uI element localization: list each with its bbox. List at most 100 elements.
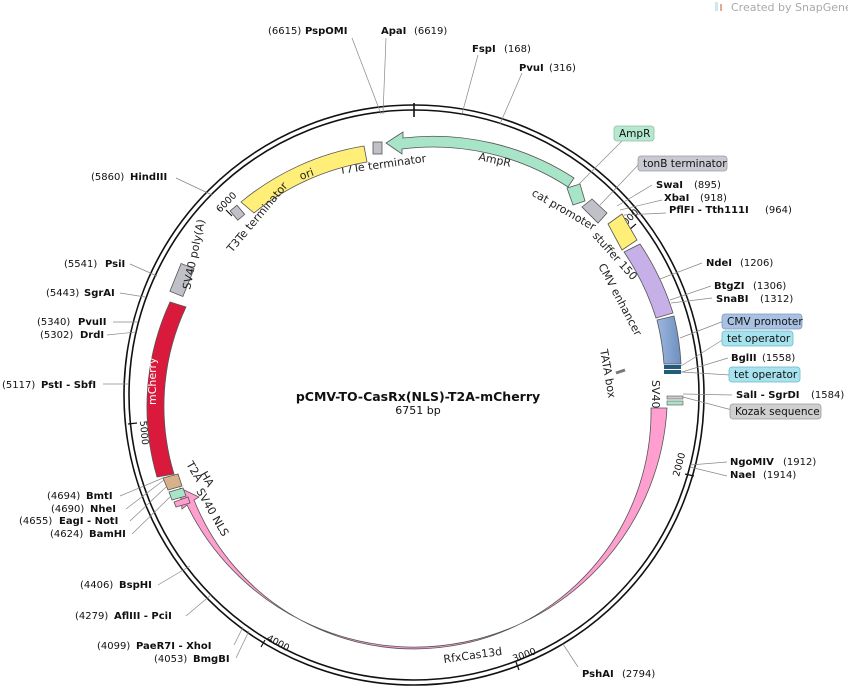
site-name: XbaI <box>664 193 689 204</box>
site-sali[interactable]: SalI - SgrDI (1584) <box>682 390 844 401</box>
box-label-cmv-promoter: CMV promoter <box>727 316 803 328</box>
site-pspomi[interactable]: (6615) PspOMI <box>268 26 382 115</box>
site-psti[interactable]: (5117) PstI - SbfI <box>2 380 129 391</box>
feature-t3te-terminator[interactable] <box>229 204 246 221</box>
boxed-labels: AmpR tonB terminator CMV promoter tet op… <box>577 125 822 420</box>
tick-label-5000: 5000 <box>137 420 150 445</box>
feature-tet-operator-1[interactable] <box>664 365 681 369</box>
site-pos: (5443) <box>46 288 79 299</box>
site-pos: (5302) <box>40 330 73 341</box>
site-name: BamHI <box>89 529 126 540</box>
site-xbai[interactable]: XbaI (918) <box>619 193 727 211</box>
site-name: AflIII - PciI <box>114 611 172 622</box>
site-bsphi[interactable]: (4406) BspHI <box>80 565 191 591</box>
site-name: BspHI <box>119 580 152 591</box>
site-name: BglII <box>731 353 757 364</box>
site-name: SalI - SgrDI <box>736 390 800 401</box>
feature-cmv-promoter[interactable] <box>656 315 682 365</box>
site-name: PflFI - Tth111I <box>669 205 749 216</box>
site-pos: (964) <box>765 205 792 216</box>
site-bmgbi[interactable]: (4053) BmgBI <box>154 630 250 665</box>
snapgene-credit: Created by SnapGene <box>715 1 848 14</box>
feature-stuffer-150[interactable] <box>607 213 638 251</box>
site-name: NaeI <box>730 470 756 481</box>
feature-sv40-nls-2[interactable] <box>173 496 191 508</box>
feature-mcherry[interactable] <box>146 301 187 478</box>
site-btgzi[interactable]: BtgZI (1306) <box>669 281 786 301</box>
site-pflfi[interactable]: PflFI - Tth111I (964) <box>623 205 792 216</box>
site-name: PvuI <box>519 63 544 74</box>
tick-5000 <box>127 422 138 425</box>
site-eagi[interactable]: (4655) EagI - NotI <box>19 486 167 527</box>
feature-rfxcas13d[interactable] <box>179 407 668 650</box>
site-pos: (1206) <box>740 258 773 269</box>
feature-ha[interactable] <box>168 487 187 501</box>
feature-sv40-nls-1[interactable] <box>666 400 684 406</box>
box-cmv-promoter[interactable] <box>721 313 803 330</box>
feature-label-tata-box: TATA box <box>597 347 619 399</box>
site-pos: (4694) <box>47 491 80 502</box>
tick-3000 <box>515 661 520 671</box>
site-pos: (1584) <box>811 390 844 401</box>
site-swai[interactable]: SwaI (895) <box>616 180 721 207</box>
site-ngomiv[interactable]: NgoMIV (1912) <box>689 457 816 468</box>
site-pos: (2794) <box>622 669 655 680</box>
site-paer7i[interactable]: (4099) PaeR7I - XhoI <box>97 626 244 652</box>
site-name: EagI - NotI <box>59 516 118 527</box>
site-pos: (918) <box>700 193 727 204</box>
site-pos: (4053) <box>154 654 187 665</box>
box-tonb-terminator[interactable] <box>637 155 728 172</box>
site-bglii[interactable]: BglII (1558) <box>681 353 795 373</box>
site-pos: (1312) <box>760 294 793 305</box>
site-pos: (6615) <box>268 26 301 37</box>
site-pos: (1914) <box>763 470 796 481</box>
site-pshai[interactable]: PshAI (2794) <box>562 643 655 680</box>
site-afliii[interactable]: (4279) AflIII - PciI <box>75 593 213 622</box>
site-pos: (895) <box>694 180 721 191</box>
site-pvui[interactable]: PvuI (316) <box>499 63 576 125</box>
box-tet-operator-1[interactable] <box>721 330 794 347</box>
feature-cmv-enhancer[interactable] <box>623 243 674 319</box>
site-name: NdeI <box>706 258 732 269</box>
site-pos: (4406) <box>80 580 113 591</box>
feature-tonb-terminator[interactable] <box>581 198 608 224</box>
site-drdi[interactable]: (5302) DrdI <box>40 330 137 341</box>
site-pvuii[interactable]: (5340) PvuII <box>37 317 138 328</box>
site-pos: (5860) <box>91 172 124 183</box>
box-tet-operator-2[interactable] <box>728 366 801 383</box>
box-label-ampr: AmpR <box>619 128 650 140</box>
site-hindiii[interactable]: (5860) HindIII <box>91 172 213 196</box>
site-pos: (1912) <box>783 457 816 468</box>
site-fspi[interactable]: FspI (168) <box>461 44 531 115</box>
feature-ampr[interactable] <box>385 131 575 188</box>
site-psii[interactable]: (5541) PsiI <box>64 259 158 277</box>
feature-t7te-terminator[interactable] <box>372 141 383 155</box>
box-label-tonb: tonB terminator <box>643 158 727 170</box>
feature-label-ori: ori <box>298 166 316 183</box>
box-ampr[interactable] <box>613 125 655 142</box>
site-snabi[interactable]: SnaBI (1312) <box>670 294 793 305</box>
feature-ori[interactable] <box>240 145 368 214</box>
plasmid-name: pCMV-TO-CasRx(NLS)-T2A-mCherry <box>296 389 540 404</box>
site-apai[interactable]: ApaI (6619) <box>381 26 447 115</box>
box-kozak-sequence[interactable] <box>729 403 822 420</box>
feature-t2a[interactable] <box>162 473 183 491</box>
site-nhei[interactable]: (4690) NheI <box>51 479 165 515</box>
site-pos: (4279) <box>75 611 108 622</box>
site-name: BtgZI <box>714 281 745 292</box>
site-name: HindIII <box>130 172 167 183</box>
credit-text: Created by SnapGene <box>731 1 848 14</box>
site-bamhi[interactable]: (4624) BamHI <box>50 496 171 540</box>
feature-cat-promoter[interactable] <box>566 183 586 206</box>
site-ndei[interactable]: NdeI (1206) <box>659 258 773 280</box>
site-pos: (4655) <box>19 516 52 527</box>
feature-tata-box[interactable] <box>615 368 626 375</box>
feature-kozak[interactable] <box>666 395 684 400</box>
site-bmti[interactable]: (4694) BmtI <box>47 477 164 502</box>
feature-tet-operator-2[interactable] <box>664 370 681 374</box>
site-name: SnaBI <box>716 294 748 305</box>
site-naei[interactable]: NaeI (1914) <box>689 466 796 481</box>
site-sgrai[interactable]: (5443) SgrAI <box>46 288 146 299</box>
feature-sv40-polya[interactable] <box>169 262 195 298</box>
